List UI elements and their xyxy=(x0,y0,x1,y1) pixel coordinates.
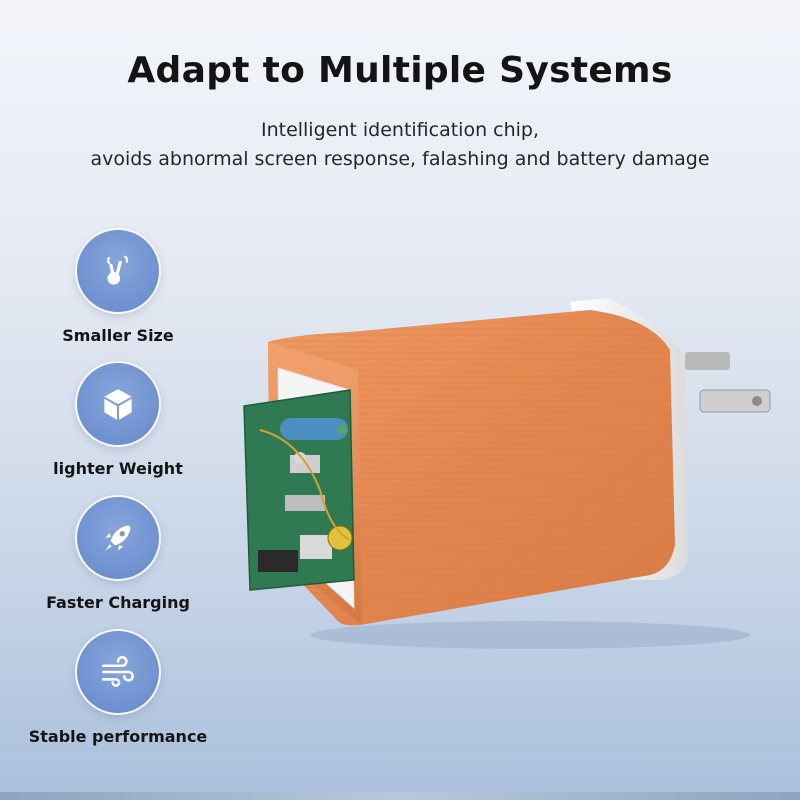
feature-faster-charging: Faster Charging xyxy=(0,495,236,612)
feature-label: Smaller Size xyxy=(62,326,174,345)
feature-icon-circle xyxy=(75,361,161,447)
feature-smaller-size: Smaller Size xyxy=(0,228,236,345)
feature-label: Stable performance xyxy=(28,727,208,746)
rocket-icon xyxy=(105,525,131,551)
page-title: Adapt to Multiple Systems xyxy=(127,50,673,91)
feature-lighter-weight: lighter Weight xyxy=(0,361,236,478)
bottom-strip xyxy=(0,792,800,800)
charger-illustration xyxy=(243,298,771,649)
feature-icon-circle xyxy=(75,629,161,715)
wind-icon xyxy=(102,656,134,687)
page-subtitle: Intelligent identification chip, avoids … xyxy=(0,116,800,174)
plug-prongs xyxy=(685,352,771,413)
feature-icon-circle xyxy=(75,495,161,581)
cube-icon xyxy=(104,389,132,420)
feature-stable-performance: Stable performance xyxy=(0,629,236,746)
subtitle-line-2: avoids abnormal screen response, falashi… xyxy=(90,148,710,170)
hand-pinch-icon xyxy=(106,255,129,285)
feature-label: lighter Weight xyxy=(53,459,183,478)
charger-shadow xyxy=(310,621,750,649)
pcb-board xyxy=(243,389,355,591)
feature-icon-circle xyxy=(75,228,161,314)
subtitle-line-1: Intelligent identification chip, xyxy=(260,119,540,141)
feature-label: Faster Charging xyxy=(46,593,190,612)
